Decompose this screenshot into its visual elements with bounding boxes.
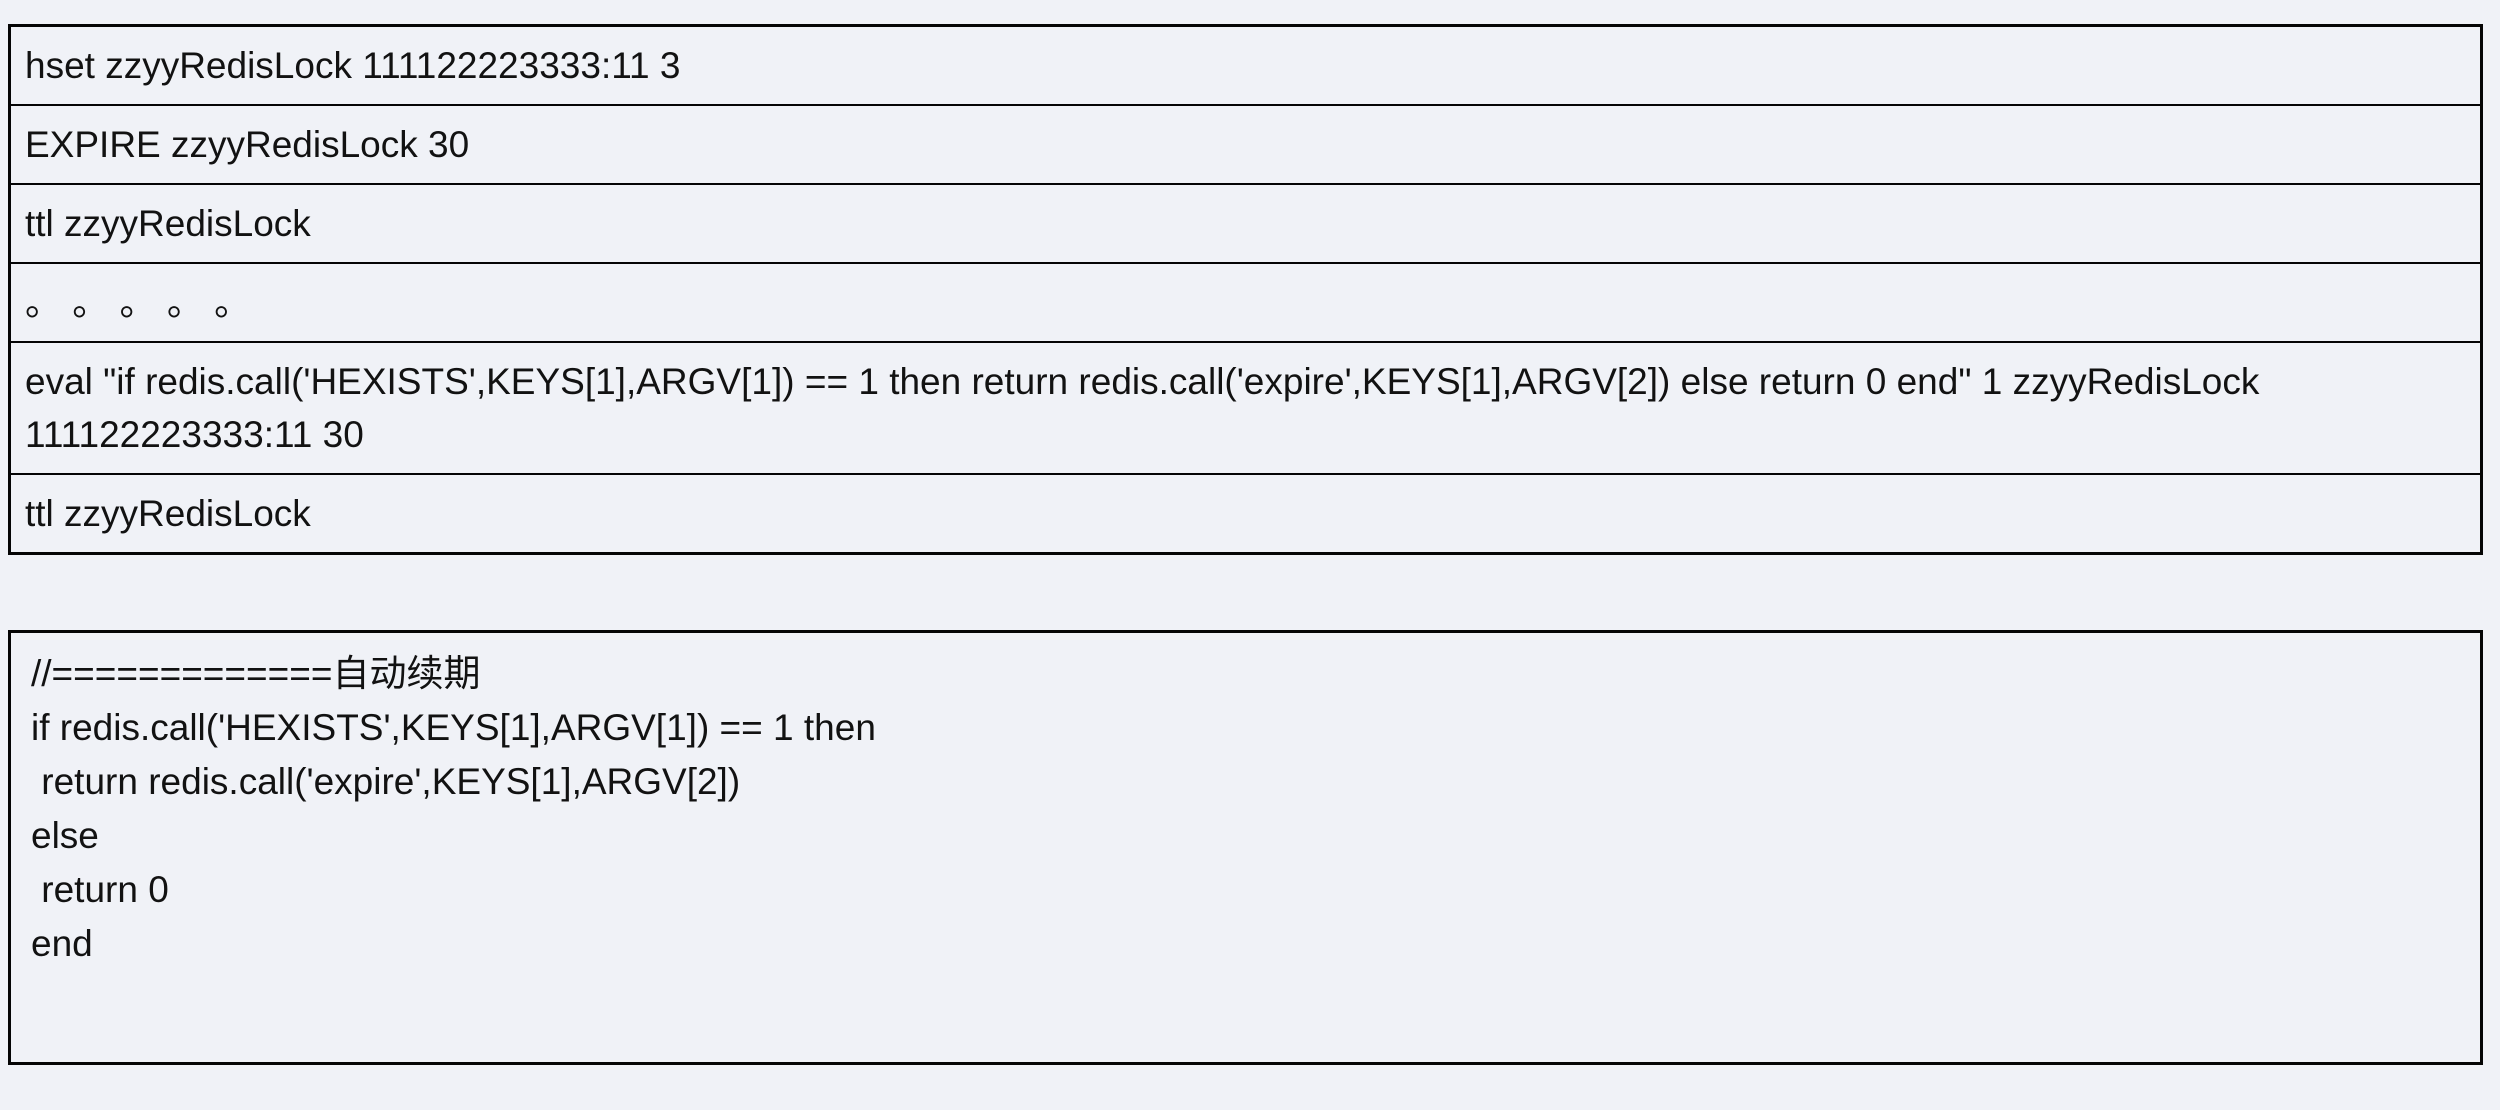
table-row-ttl-2: ttl zzyyRedisLock [11,473,2480,552]
table-row-expire: EXPIRE zzyyRedisLock 30 [11,104,2480,183]
table-row-hset: hset zzyyRedisLock 111122223333:11 3 [25,45,681,86]
code-line-return-expire: return redis.call('expire',KEYS[1],ARGV[… [31,761,741,802]
table-row-eval-renew: eval "if redis.call('HEXISTS',KEYS[1],AR… [11,341,2480,473]
auto-renew-code-block: //=============自动续期 if redis.call('HEXIS… [8,630,2483,1065]
code-line-comment: //=============自动续期 [31,653,481,694]
redis-command-table: hset zzyyRedisLock 111122223333:11 3 EXP… [8,24,2483,555]
code-line-else: else [31,815,99,856]
table-row-ttl: ttl zzyyRedisLock [11,183,2480,262]
table-row-ellipsis: 。 。 。 。 。 [11,262,2480,341]
code-line-end: end [31,923,93,964]
code-line-if: if redis.call('HEXISTS',KEYS[1],ARGV[1])… [31,707,876,748]
code-line-return-zero: return 0 [31,869,169,910]
